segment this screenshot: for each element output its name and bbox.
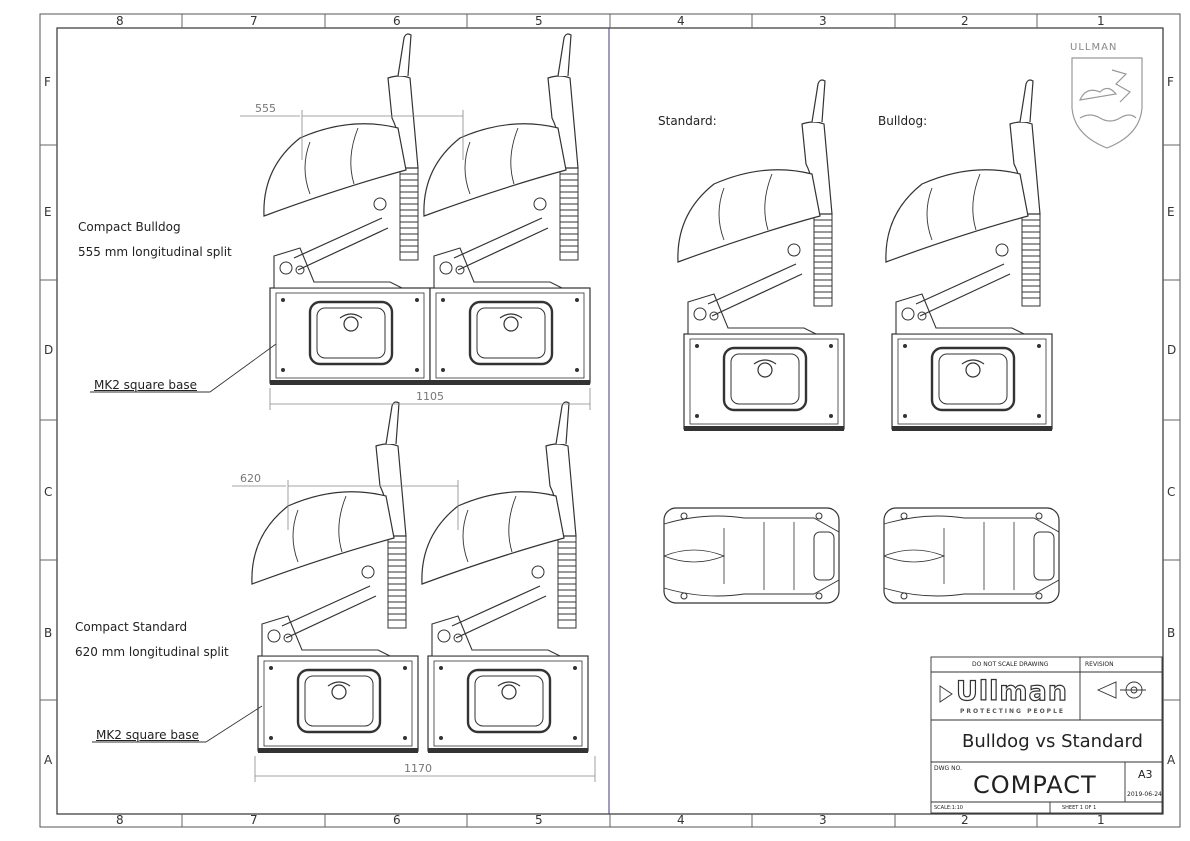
logo-shield-icon <box>1071 57 1143 149</box>
zone-col-6-top: 6 <box>393 14 401 28</box>
ullman-tagline: PROTECTING PEOPLE <box>960 708 1065 715</box>
zone-col-2-bottom: 2 <box>961 813 969 827</box>
zone-col-4-bottom: 4 <box>677 813 685 827</box>
zone-row-e-left: E <box>44 205 52 219</box>
bulldog-overall-dimension: 1105 <box>416 390 444 403</box>
ullman-brand-logo: Ullman <box>955 675 1069 707</box>
drawing-scale: SCALE:1:10 <box>934 805 963 811</box>
zone-row-c-left: C <box>44 485 53 499</box>
zone-row-d-left: D <box>44 343 54 357</box>
zone-row-e-right: E <box>1167 205 1175 219</box>
zone-col-5-bottom: 5 <box>535 813 543 827</box>
do-not-scale-note: DO NOT SCALE DRAWING <box>972 661 1049 668</box>
zone-col-2-top: 2 <box>961 14 969 28</box>
zone-col-3-bottom: 3 <box>819 813 827 827</box>
zone-col-6-bottom: 6 <box>393 813 401 827</box>
zone-col-5-top: 5 <box>535 14 543 28</box>
zone-col-1-top: 1 <box>1097 14 1105 28</box>
revision-label: REVISION <box>1085 661 1114 668</box>
zone-col-8-top: 8 <box>116 14 124 28</box>
bulldog-view-label: Bulldog: <box>878 114 928 128</box>
standard-subtitle: 620 mm longitudinal split <box>75 645 229 659</box>
bulldog-title: Compact Bulldog <box>78 220 181 234</box>
drawing-number: COMPACT <box>973 771 1097 799</box>
standard-base-label: MK2 square base <box>96 728 199 742</box>
bulldog-subtitle: 555 mm longitudinal split <box>78 245 232 259</box>
zone-row-d-right: D <box>1167 343 1177 357</box>
zone-row-a-left: A <box>44 753 53 767</box>
standard-title: Compact Standard <box>75 620 188 634</box>
drawing-title: Bulldog vs Standard <box>962 731 1143 752</box>
logo-wordmark: ULLMAN <box>1070 42 1118 53</box>
drawing-date: 2019-06-24 <box>1127 791 1162 798</box>
zone-col-1-bottom: 1 <box>1097 813 1105 827</box>
zone-col-7-top: 7 <box>250 14 258 28</box>
dwg-no-label: DWG NO. <box>934 765 962 772</box>
bulldog-split-dimension: 555 <box>255 102 276 115</box>
zone-row-f-right: F <box>1167 75 1174 89</box>
standard-overall-dimension: 1170 <box>404 762 432 775</box>
bulldog-base-label: MK2 square base <box>94 378 197 392</box>
zone-row-a-right: A <box>1167 753 1176 767</box>
zone-col-4-top: 4 <box>677 14 685 28</box>
zone-col-3-top: 3 <box>819 14 827 28</box>
zone-col-8-bottom: 8 <box>116 813 124 827</box>
standard-view-label: Standard: <box>658 114 717 128</box>
zone-row-b-left: B <box>44 626 53 640</box>
zone-row-c-right: C <box>1167 485 1176 499</box>
zone-row-b-right: B <box>1167 626 1176 640</box>
standard-split-dimension: 620 <box>240 472 261 485</box>
zone-col-7-bottom: 7 <box>250 813 258 827</box>
sheet-number: SHEET 1 OF 1 <box>1062 805 1097 811</box>
zone-row-f-left: F <box>44 75 51 89</box>
sheet-size: A3 <box>1138 768 1153 781</box>
